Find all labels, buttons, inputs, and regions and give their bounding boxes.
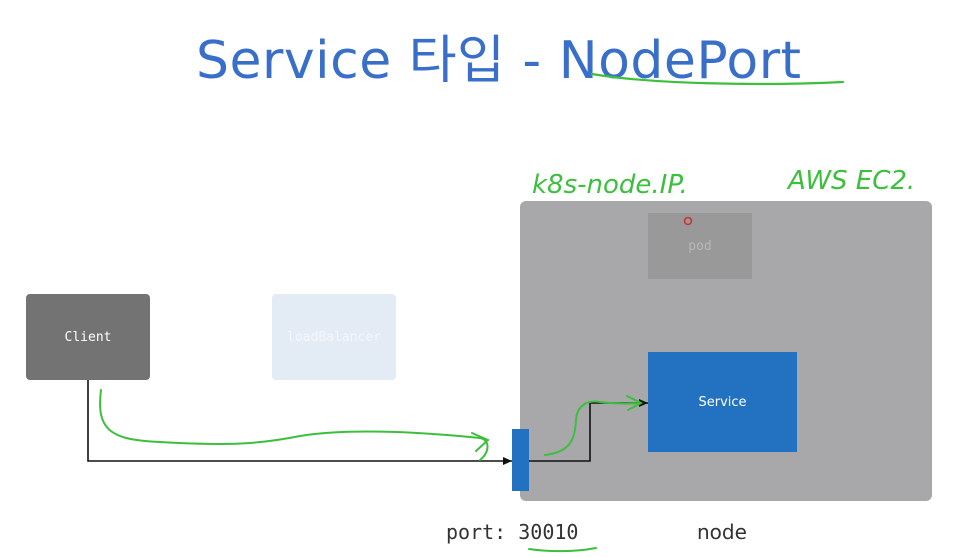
client-box: Client (26, 294, 150, 380)
pointer-marker (683, 216, 693, 226)
service-box: Service (648, 352, 797, 452)
node-label: node (697, 520, 747, 544)
node-port-block (512, 429, 529, 491)
port-label: port: 30010 (446, 520, 579, 544)
port-to-service-scribble (544, 395, 644, 456)
slide-title: Service 타입 - NodePort (196, 31, 802, 91)
node-ip-annotation: k8s-node.IP. (532, 170, 688, 200)
port-number-underline (528, 547, 597, 553)
aws-annotation: AWS EC2. (786, 166, 915, 196)
port-to-service-connector (529, 402, 648, 462)
load-balancer-box: loadBalancer (272, 294, 396, 380)
service-arrowhead (639, 399, 648, 407)
pod-box: pod (648, 213, 752, 279)
port-arrowhead (503, 457, 512, 465)
title-underline (590, 72, 845, 86)
client-to-port-connector (87, 380, 512, 462)
client-to-port-scribble (99, 389, 490, 461)
